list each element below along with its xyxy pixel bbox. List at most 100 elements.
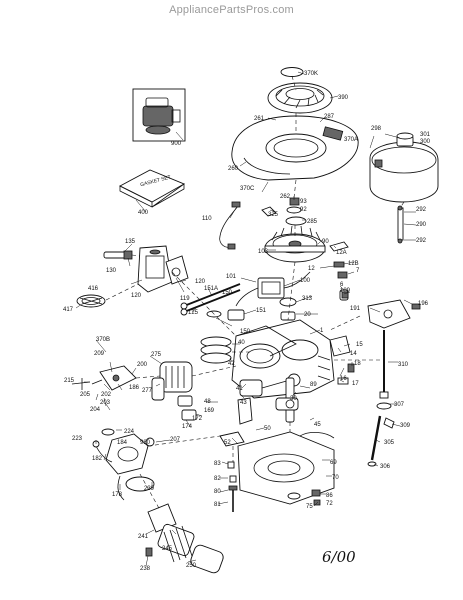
- part-wire-clip: [261, 206, 277, 217]
- callout: 151: [256, 308, 267, 314]
- part-ground-wire: [219, 201, 241, 250]
- part-dipstick-tube: [379, 330, 389, 399]
- callout: 204: [90, 407, 101, 413]
- callout: 196: [418, 301, 429, 307]
- part-breather-cover: [329, 335, 355, 385]
- callout: 325: [268, 212, 279, 218]
- part-air-cleaner: [145, 503, 224, 574]
- part-carburetor: [101, 428, 155, 475]
- callout: 52: [224, 440, 231, 446]
- callout: 275: [151, 352, 162, 358]
- part-base-gasket: [219, 431, 245, 447]
- callout: 150: [222, 290, 233, 296]
- callout: 261: [254, 116, 265, 122]
- part-flywheel-nut: [285, 197, 307, 226]
- callout: 250: [186, 563, 197, 569]
- callout: 215: [64, 378, 75, 384]
- callout: 189: [340, 288, 351, 294]
- callout: 18: [354, 361, 361, 367]
- callout: 50: [264, 426, 271, 432]
- callout: 103: [258, 249, 269, 255]
- callout: 202: [101, 392, 112, 398]
- callout: 45: [314, 422, 321, 428]
- callout: 12A: [336, 250, 347, 256]
- part-starter-decal: [280, 67, 304, 77]
- callout: 119: [180, 296, 190, 302]
- callout: 223: [72, 436, 83, 442]
- callout: 90: [322, 239, 329, 245]
- part-spark-plug: [103, 250, 133, 260]
- callout: 292: [416, 238, 427, 244]
- callout: 42: [228, 361, 235, 367]
- callout: 82: [214, 476, 221, 482]
- callout: 313: [302, 296, 313, 302]
- callout: 48: [204, 399, 211, 405]
- part-throttle-link: [71, 378, 91, 390]
- part-governor: [91, 365, 137, 391]
- callout: 135: [125, 239, 136, 245]
- part-oil-seal: [287, 489, 321, 506]
- part-tank-bracket: [397, 205, 404, 244]
- part-breather: [279, 297, 297, 321]
- callout: 120: [195, 279, 206, 285]
- callout: 417: [63, 307, 74, 313]
- callout: 224: [124, 429, 135, 435]
- callout: 110: [202, 216, 212, 222]
- date-code: 6/00: [322, 548, 356, 566]
- callout: 40: [238, 340, 245, 346]
- callout: 100: [300, 278, 311, 284]
- callout: 245: [162, 546, 173, 552]
- callout: 277: [142, 388, 153, 394]
- part-muffler: [151, 361, 193, 401]
- callout: 239: [144, 486, 155, 492]
- callout: 125: [188, 310, 199, 316]
- callout: 150: [240, 329, 251, 335]
- callout: 370A: [344, 137, 358, 143]
- callout: 191: [350, 306, 361, 312]
- part-flywheel: [264, 225, 326, 263]
- callout: 238: [140, 566, 151, 572]
- callout: 92: [300, 207, 307, 213]
- part-flywheel-key: [329, 241, 349, 268]
- callout: 7: [356, 268, 360, 274]
- callout: 305: [384, 440, 395, 446]
- callout: 41: [236, 386, 243, 392]
- callout: 83: [214, 461, 221, 467]
- part-intake-manifold: [137, 245, 173, 293]
- callout: 186: [129, 385, 140, 391]
- callout: 310: [398, 362, 409, 368]
- callout: 120: [131, 293, 142, 299]
- callout: 290: [416, 222, 427, 228]
- callout: 182: [92, 456, 103, 462]
- part-air-filter: [76, 294, 106, 308]
- part-rocker-arm: [206, 309, 245, 321]
- part-base-bolts: [227, 461, 238, 512]
- callout: 390: [338, 95, 349, 101]
- callout: 203: [100, 400, 111, 406]
- part-label-plate: [322, 126, 344, 141]
- callout: 93: [300, 199, 307, 205]
- callout: 285: [307, 219, 318, 225]
- callout: 89: [310, 382, 317, 388]
- watermark: AppliancePartsPros.com: [169, 4, 294, 16]
- callout: 1: [320, 328, 324, 334]
- callout: 17: [352, 381, 359, 387]
- callout: 14: [350, 351, 357, 357]
- callout: 307: [394, 402, 405, 408]
- part-intake-gasket: [165, 255, 189, 285]
- part-crankshaft: [275, 377, 299, 423]
- part-engine-inset: [132, 88, 186, 142]
- callout: 43: [240, 400, 247, 406]
- leader-lines: [75, 71, 417, 567]
- callout: 292: [416, 207, 427, 213]
- callout: 101: [226, 274, 237, 280]
- part-ignition-module: [235, 271, 311, 307]
- callout: 309: [400, 423, 411, 429]
- callout: 209: [94, 351, 105, 357]
- callout: 16: [340, 376, 347, 382]
- callout: 86: [326, 493, 333, 499]
- callout: 262: [280, 194, 291, 200]
- callout: 205: [80, 392, 91, 398]
- part-engine-block: [231, 319, 335, 399]
